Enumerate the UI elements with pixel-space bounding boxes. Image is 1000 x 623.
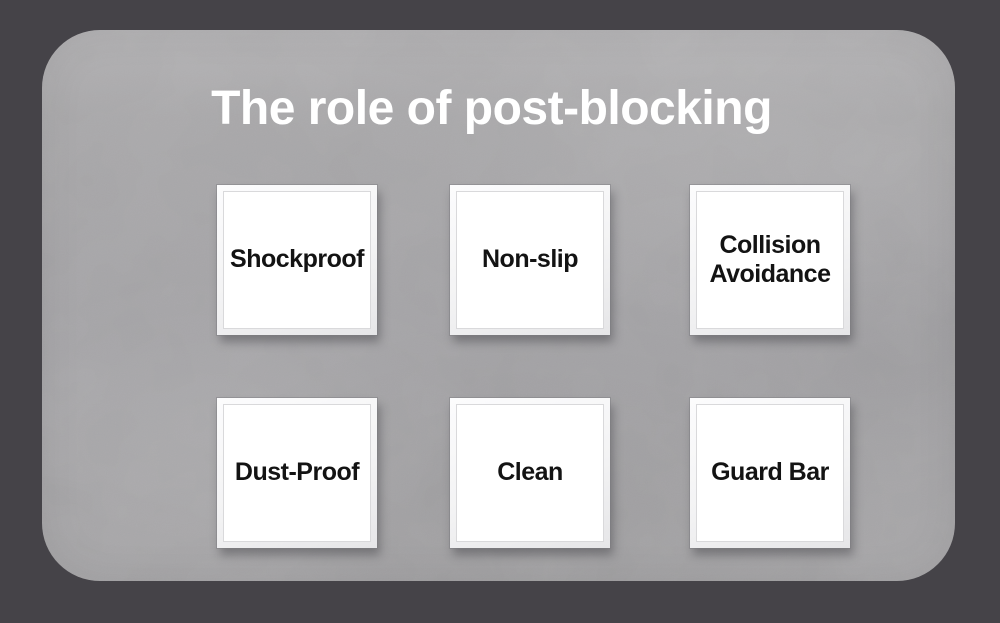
- card-face: Non-slip: [456, 191, 604, 329]
- card-label: Guard Bar: [711, 458, 829, 487]
- page-title: The role of post-blocking: [211, 82, 772, 135]
- card-face: Guard Bar: [696, 404, 844, 542]
- card-label: Non-slip: [482, 245, 579, 274]
- card-collision-avoidance: Collision Avoidance: [690, 185, 850, 335]
- card-shockproof: Shockproof: [217, 185, 377, 335]
- card-label: Shockproof: [230, 245, 364, 274]
- card-non-slip: Non-slip: [450, 185, 610, 335]
- card-clean: Clean: [450, 398, 610, 548]
- card-guard-bar: Guard Bar: [690, 398, 850, 548]
- card-label: Clean: [497, 458, 563, 487]
- card-dust-proof: Dust-Proof: [217, 398, 377, 548]
- card-face: Shockproof: [223, 191, 371, 329]
- card-face: Clean: [456, 404, 604, 542]
- card-face: Collision Avoidance: [696, 191, 844, 329]
- card-face: Dust-Proof: [223, 404, 371, 542]
- info-panel: The role of post-blocking Shockproof Non…: [42, 30, 955, 581]
- card-label: Dust-Proof: [234, 458, 360, 487]
- card-label: Collision Avoidance: [709, 230, 831, 289]
